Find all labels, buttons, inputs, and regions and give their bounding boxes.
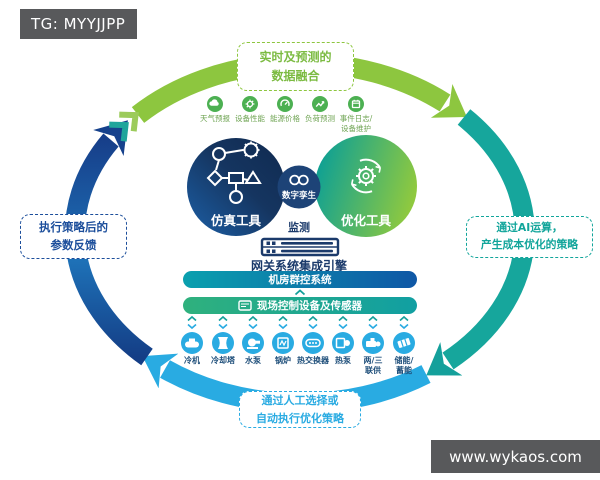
input-label-weather: 天气预报 xyxy=(200,114,230,123)
simulation-tool-label: 仿真工具 xyxy=(210,213,261,228)
equipment-performance-icon xyxy=(242,96,258,112)
badge-execute-strategy: 通过人工选择或 自动执行优化策略 xyxy=(239,391,361,428)
gateway-engine-label: 网关系统集成引擎 xyxy=(250,259,347,273)
equipment-row xyxy=(181,315,415,354)
group-control-bar: 机房群控系统 xyxy=(183,271,417,288)
equipment-label-cchp: 两/三 联供 xyxy=(363,356,383,376)
watermark-bottom-right: www.wykaos.com xyxy=(431,440,600,473)
heat-pump-icon xyxy=(332,332,354,354)
equipment-label-water-pump: 水泵 xyxy=(245,356,261,365)
field-devices-bar: 现场控制设备及传感器 xyxy=(183,297,417,314)
input-label-performance: 设备性能 xyxy=(235,114,265,123)
boiler-icon xyxy=(272,332,294,354)
energy-price-icon xyxy=(277,96,293,112)
equipment-label-heat-exchanger: 热交换器 xyxy=(297,356,329,365)
equipment-label-cooling-tower: 冷却塔 xyxy=(211,356,235,365)
gateway-server-icon xyxy=(260,237,340,257)
flow-chevrons-icon xyxy=(109,111,139,142)
optimization-tool-label: 优化工具 xyxy=(340,213,391,228)
weather-forecast-icon xyxy=(207,96,223,112)
energy-storage-icon xyxy=(393,332,415,354)
load-forecast-icon xyxy=(312,96,328,112)
cchp-icon xyxy=(362,332,384,354)
heat-exchanger-icon xyxy=(302,332,324,354)
monitoring-label: 监测 xyxy=(288,221,310,234)
equipment-label-energy-storage: 储能/ 蓄能 xyxy=(394,356,414,376)
equipment-label-heat-pump: 热泵 xyxy=(335,356,351,365)
core-circles xyxy=(187,135,417,237)
input-label-energy-price: 能源价格 xyxy=(270,114,300,123)
digital-twin-label: 数字孪生 xyxy=(281,191,316,201)
watermark-top-left: TG: MYYJJPP xyxy=(20,9,137,39)
cooling-tower-icon xyxy=(212,332,234,354)
input-label-load-forecast: 负荷预测 xyxy=(305,114,335,123)
field-controller-icon xyxy=(238,300,252,311)
event-log-maintenance-icon xyxy=(348,96,364,112)
equipment-label-boiler: 锅炉 xyxy=(275,356,291,365)
optimization-gear-icon xyxy=(350,158,382,194)
digital-twin-circle xyxy=(277,165,321,209)
infinity-icon xyxy=(289,174,309,186)
chiller-icon xyxy=(181,332,203,354)
equipment-label-chiller: 冷机 xyxy=(184,356,200,365)
data-input-icons xyxy=(207,96,364,112)
group-control-label: 机房群控系统 xyxy=(268,274,332,286)
badge-parameter-feedback: 执行策略后的 参数反馈 xyxy=(20,214,127,259)
up-chevron-icon xyxy=(294,289,306,296)
field-devices-label: 现场控制设备及传感器 xyxy=(257,300,362,312)
badge-realtime-data-fusion: 实时及预测的 数据融合 xyxy=(237,42,354,91)
badge-ai-strategy: 通过AI运算， 产生成本优化的策略 xyxy=(466,216,593,258)
comm-arrows-icon xyxy=(187,315,409,330)
input-label-event-log: 事件日志/ 设备维护 xyxy=(339,114,373,134)
flowchart-icon xyxy=(206,141,262,204)
water-pump-icon xyxy=(242,332,264,354)
